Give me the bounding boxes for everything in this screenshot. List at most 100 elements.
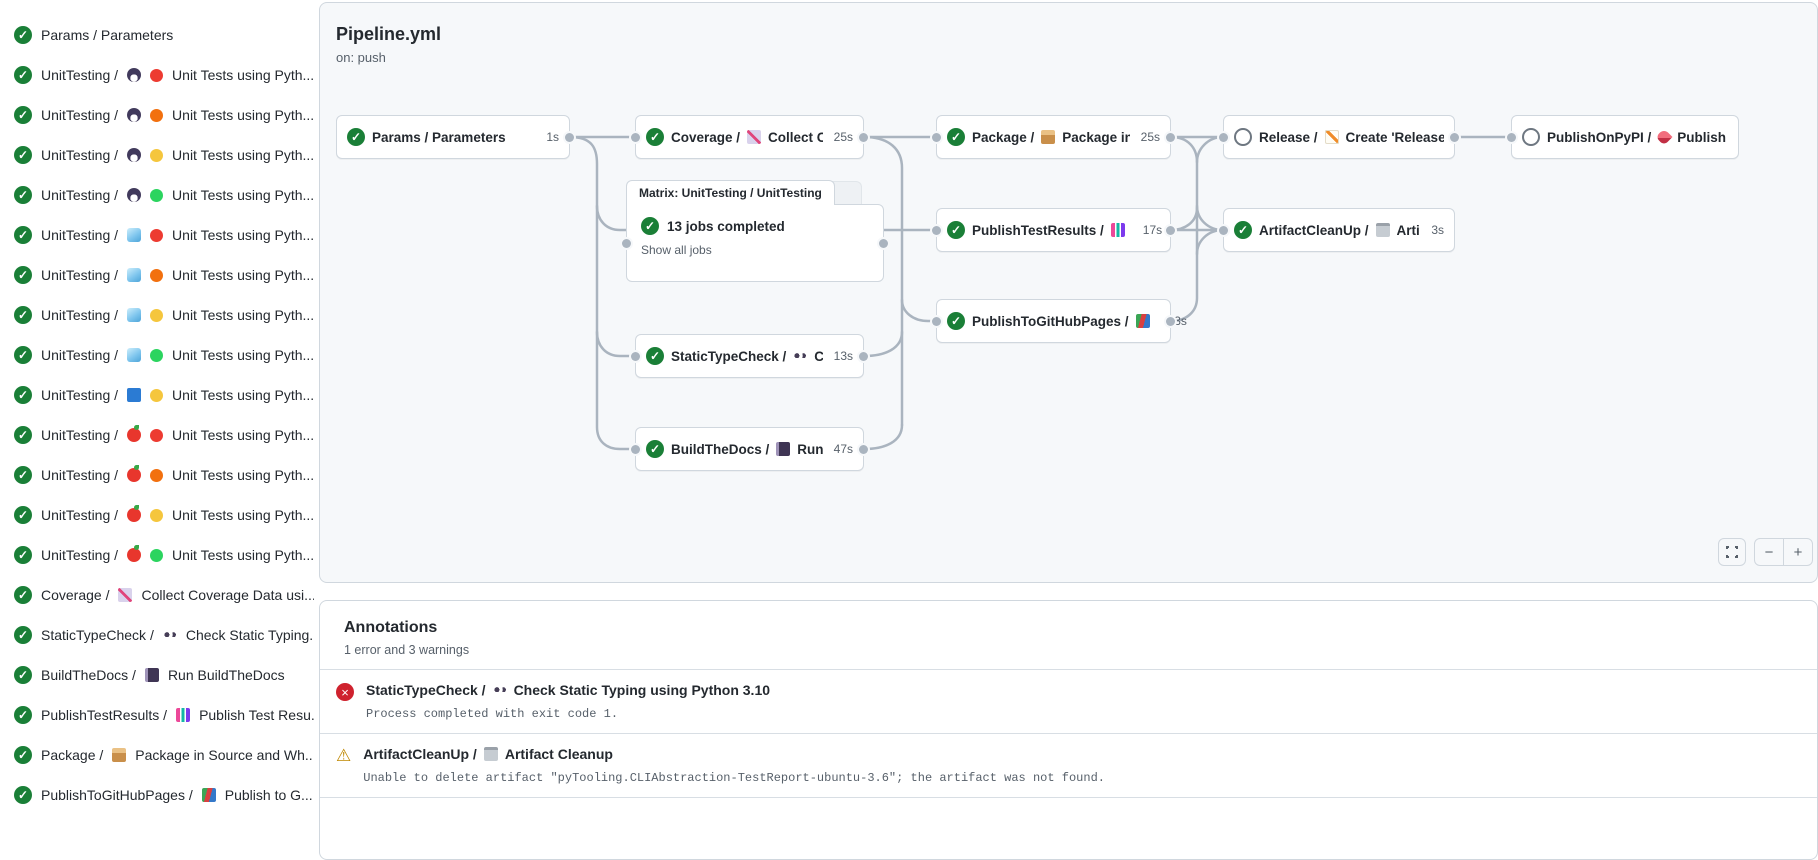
job-node-release[interactable]: Release /Create 'Release P... [1219,115,1459,159]
job-label: Unit Tests using Pyth... [172,507,314,523]
job-name: UnitTesting / [41,67,119,83]
job-label: Collect Cove... [768,129,823,145]
python-green-icon [150,548,164,562]
sidebar-item-coverage-14[interactable]: ✓Coverage /Collect Coverage Data usi... [0,575,314,615]
zoom-in-button[interactable]: + [1793,543,1803,561]
sidebar-item-unittesting-10[interactable]: ✓UnitTesting /Unit Tests using Pyth... [0,415,314,455]
success-icon: ✓ [14,626,32,644]
job-label: Unit Tests using Pyth... [172,387,314,403]
job-node-publish-to-github-pages[interactable]: ✓PublishToGitHubPages /...13s [932,299,1187,343]
python-green-icon [150,188,164,202]
job-label: Run Buil... [797,441,823,457]
sidebar-item-publishtestresults-17[interactable]: ✓PublishTestResults /Publish Test Resu..… [0,695,314,735]
success-icon: ✓ [14,186,32,204]
job-name: Params / Parameters [41,27,174,43]
annotation-error-icon: × [336,683,354,721]
success-icon: ✓ [14,706,32,724]
job-duration: 13s [833,349,853,363]
sidebar-item-unittesting-4[interactable]: ✓UnitTesting /Unit Tests using Pyth... [0,175,314,215]
sidebar-item-unittesting-2[interactable]: ✓UnitTesting /Unit Tests using Pyth... [0,95,314,135]
edge-dot [859,351,868,361]
success-icon: ✓ [14,306,32,324]
job-node-package[interactable]: ✓Package /Package in So...25s [932,115,1175,159]
success-icon: ✓ [646,440,664,458]
sidebar-item-unittesting-13[interactable]: ✓UnitTesting /Unit Tests using Pyth... [0,535,314,575]
job-node-build-the-docs[interactable]: ✓BuildTheDocs /Run Buil...47s [631,427,868,471]
success-icon: ✓ [14,346,32,364]
zoom-out-button[interactable]: − [1755,539,1784,565]
success-icon: ✓ [14,466,32,484]
job-label: Package in So... [1062,129,1130,145]
job-node-publish-on-pypi[interactable]: PublishOnPyPI / Publish to ... [1507,115,1739,159]
sidebar-item-unittesting-3[interactable]: ✓UnitTesting /Unit Tests using Pyth... [0,135,314,175]
success-icon: ✓ [646,347,664,365]
eyes-icon [492,683,507,697]
job-name: PublishOnPyPI / [1547,129,1652,145]
success-icon: ✓ [14,586,32,604]
job-label: Publish to ... [1677,129,1728,145]
job-name: PublishToGitHubPages / [41,787,193,803]
sidebar-item-buildthedocs-16[interactable]: ✓BuildTheDocs /Run BuildTheDocs [0,655,314,695]
job-label: Unit Tests using Pyth... [172,307,314,323]
annotations-header: Annotations 1 error and 3 warnings [320,601,1817,670]
wastebasket-icon [483,747,498,761]
job-name: StaticTypeCheck / [41,627,154,643]
job-label: Check Static Typing... [185,627,314,643]
windows-icon [127,348,142,362]
job-node-static-type-check[interactable]: ✓StaticTypeCheck /Chec...13s [631,334,868,378]
sidebar-item-unittesting-1[interactable]: ✓UnitTesting /Unit Tests using Pyth... [0,55,314,95]
workflow-trigger: on: push [336,50,386,65]
python-green-icon [150,348,164,362]
fullscreen-button[interactable] [1718,538,1746,566]
job-name: BuildTheDocs / [671,441,770,457]
sidebar-item-unittesting-12[interactable]: ✓UnitTesting /Unit Tests using Pyth... [0,495,314,535]
sidebar-item-statictypecheck-15[interactable]: ✓ StaticTypeCheck / Check Static Typing... [0,615,314,655]
job-name: PublishTestResults / [972,222,1104,238]
job-label: Unit Tests using Pyth... [172,147,314,163]
sidebar-item-unittesting-8[interactable]: ✓UnitTesting /Unit Tests using Pyth... [0,335,314,375]
error-icon: × [336,683,354,701]
job-name: Params / Parameters [372,129,506,145]
zoom-controls: − + [1754,538,1813,566]
sidebar-item-unittesting-9[interactable]: ✓UnitTesting /Unit Tests using Pyth... [0,375,314,415]
memo-icon [1324,130,1339,144]
sidebar-item-params/parameters-0[interactable]: ✓Params / Parameters [0,15,314,55]
sidebar-item-unittesting-11[interactable]: ✓UnitTesting /Unit Tests using Pyth... [0,455,314,495]
books-icon [201,788,216,802]
matrix-summary-card[interactable]: ✓ 13 jobs completed Show all jobs [622,204,888,282]
annotation-title-link[interactable]: ArtifactCleanUp /Artifact Cleanup [363,746,1105,762]
job-name: UnitTesting / [41,547,119,563]
edge-dot [622,238,631,248]
edge-dot [1450,132,1459,142]
annotation-title-link[interactable]: StaticTypeCheck /Check Static Typing usi… [366,682,770,698]
job-label: Unit Tests using Pyth... [172,227,314,243]
success-icon: ✓ [947,128,965,146]
success-icon: ✓ [347,128,365,146]
job-name: UnitTesting / [41,267,119,283]
sidebar-item-publishtogithubpages-19[interactable]: ✓PublishToGitHubPages /Publish to G... [0,775,314,815]
job-name: Release / [1259,129,1318,145]
job-node-coverage[interactable]: ✓Coverage /Collect Cove...25s [631,115,868,159]
sidebar-item-unittesting-5[interactable]: ✓UnitTesting /Unit Tests using Pyth... [0,215,314,255]
job-label: Unit Tests using Pyth... [172,427,314,443]
show-all-jobs-link[interactable]: Show all jobs [641,243,712,257]
linux-icon [127,188,142,202]
success-icon: ✓ [14,426,32,444]
edge-dot [1219,132,1228,142]
sidebar-item-unittesting-7[interactable]: ✓UnitTesting /Unit Tests using Pyth... [0,295,314,335]
python-yellow-icon [150,388,164,402]
sidebar-item-package-18[interactable]: ✓Package /Package in Source and Wh... [0,735,314,775]
eyes-icon [793,349,808,363]
job-node-publish-test-results[interactable]: ✓PublishTestResults /Pu...17s [932,208,1175,252]
workflow-file-title: Pipeline.yml [336,24,442,44]
success-icon: ✓ [14,546,32,564]
sidebar-item-unittesting-6[interactable]: ✓UnitTesting /Unit Tests using Pyth... [0,255,314,295]
job-name: PublishToGitHubPages / [972,313,1129,329]
success-icon: ✓ [947,221,965,239]
edge-dot [932,132,941,142]
edge-dot [1166,316,1175,326]
annotation-message: Process completed with exit code 1. [366,707,619,721]
job-node-artifact-clean-up[interactable]: ✓ArtifactCleanUp /Artifac...3s [1219,208,1455,252]
